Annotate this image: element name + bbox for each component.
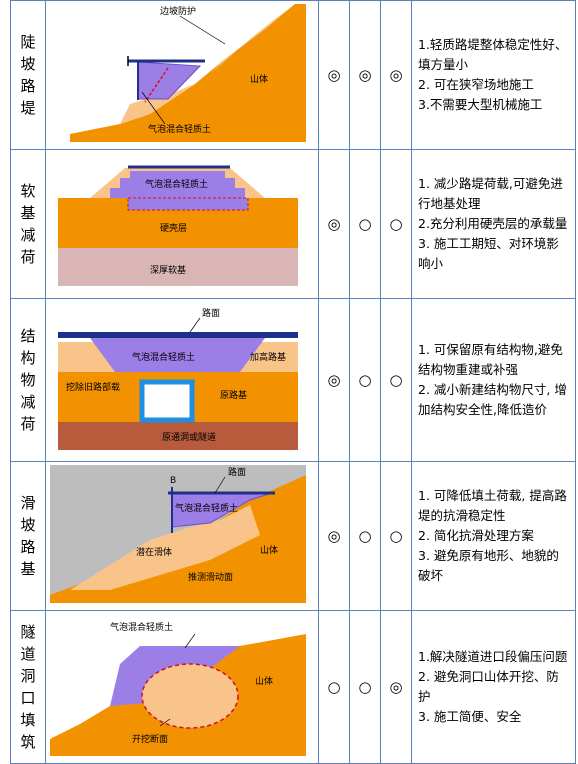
table-row: 结 构 物 减 荷 路面 气泡混合轻质土 加高路基 挖除旧路部载 原路基 原通 (10, 298, 576, 462)
svg-text:硬壳层: 硬壳层 (160, 222, 187, 234)
symbol-2: ○ (349, 149, 381, 299)
svg-text:路面: 路面 (202, 307, 220, 319)
row-name: 软 基 减 荷 (10, 149, 46, 299)
symbol-3: ◎ (380, 610, 412, 764)
svg-text:路面: 路面 (228, 466, 246, 478)
symbol-1: ◎ (318, 0, 350, 150)
row-description: 1. 可降低填土荷载, 提高路堤的抗滑稳定性 2. 简化抗滑处理方案 3. 避免… (411, 461, 576, 611)
svg-text:推测滑动面: 推测滑动面 (188, 571, 233, 583)
svg-text:潜在滑体: 潜在滑体 (136, 546, 172, 558)
symbol-3: ○ (380, 149, 412, 299)
symbol-1: ◎ (318, 461, 350, 611)
svg-text:加高路基: 加高路基 (250, 351, 286, 363)
svg-text:边坡防护: 边坡防护 (160, 5, 196, 17)
symbol-3: ○ (380, 298, 412, 462)
symbol-3: ◎ (380, 0, 412, 150)
symbol-2: ○ (349, 298, 381, 462)
svg-text:山体: 山体 (255, 675, 273, 687)
row-description: 1.轻质路堤整体稳定性好、填方量小 2. 可在狭窄场地施工 3.不需要大型机械施… (411, 0, 576, 150)
symbol-2: ○ (349, 461, 381, 611)
diagram-landslide: B 路面 气泡混合轻质土 山体 潜在滑体 推测滑动面 (45, 461, 319, 611)
comparison-table: 陡 坡 路 堤 边坡防护 山体 气泡混合轻质土 ◎ (10, 0, 576, 764)
row-name: 隧 道 洞 口 填 筑 (10, 610, 46, 764)
symbol-1: ○ (318, 610, 350, 764)
symbol-1: ◎ (318, 149, 350, 299)
svg-text:原路基: 原路基 (220, 389, 247, 401)
row-description: 1. 减少路堤荷载,可避免进行地基处理 2.充分利用硬壳层的承载量 3. 施工工… (411, 149, 576, 299)
svg-text:山体: 山体 (260, 544, 278, 556)
svg-text:气泡混合轻质土: 气泡混合轻质土 (110, 621, 173, 633)
svg-text:气泡混合轻质土: 气泡混合轻质土 (175, 502, 238, 514)
svg-text:山体: 山体 (250, 73, 268, 85)
svg-text:气泡混合轻质土: 气泡混合轻质土 (132, 351, 195, 363)
row-description: 1.解决隧道进口段偏压问题 2. 避免洞口山体开挖、防护 3. 施工简便、安全 (411, 610, 576, 764)
symbol-2: ○ (349, 610, 381, 764)
table-row: 隧 道 洞 口 填 筑 气泡混合轻质土 山体 开挖断面 ○ ○ ◎ 1.解决隧道 (10, 610, 576, 764)
diagram-structure-load: 路面 气泡混合轻质土 加高路基 挖除旧路部载 原路基 原通洞或隧道 (45, 298, 319, 462)
table-row: 软 基 减 荷 气泡混合轻质土 硬壳层 深厚软基 ◎ ○ ○ 1. 减少路堤荷载… (10, 149, 576, 299)
svg-text:深厚软基: 深厚软基 (150, 264, 186, 276)
diagram-soft-foundation: 气泡混合轻质土 硬壳层 深厚软基 (45, 149, 319, 299)
row-name: 陡 坡 路 堤 (10, 0, 46, 150)
symbol-3: ○ (380, 461, 412, 611)
svg-text:气泡混合轻质土: 气泡混合轻质土 (145, 178, 208, 190)
symbol-2: ◎ (349, 0, 381, 150)
diagram-steep-slope: 边坡防护 山体 气泡混合轻质土 (45, 0, 319, 150)
row-name: 结 构 物 减 荷 (10, 298, 46, 462)
row-description: 1. 可保留原有结构物,避免结构物重建或补强 2. 减小新建结构物尺寸, 增加结… (411, 298, 576, 462)
table-row: 滑 坡 路 基 B 路面 气泡混合轻质土 山体 潜在滑体 推测滑动面 ◎ (10, 461, 576, 611)
svg-text:挖除旧路部载: 挖除旧路部载 (66, 381, 120, 393)
svg-text:开挖断面: 开挖断面 (132, 733, 168, 745)
svg-text:气泡混合轻质土: 气泡混合轻质土 (148, 123, 211, 135)
row-name: 滑 坡 路 基 (10, 461, 46, 611)
diagram-tunnel-portal: 气泡混合轻质土 山体 开挖断面 (45, 610, 319, 764)
svg-text:原通洞或隧道: 原通洞或隧道 (162, 431, 216, 443)
table-row: 陡 坡 路 堤 边坡防护 山体 气泡混合轻质土 ◎ (10, 0, 576, 150)
svg-text:B: B (170, 476, 176, 486)
symbol-1: ◎ (318, 298, 350, 462)
